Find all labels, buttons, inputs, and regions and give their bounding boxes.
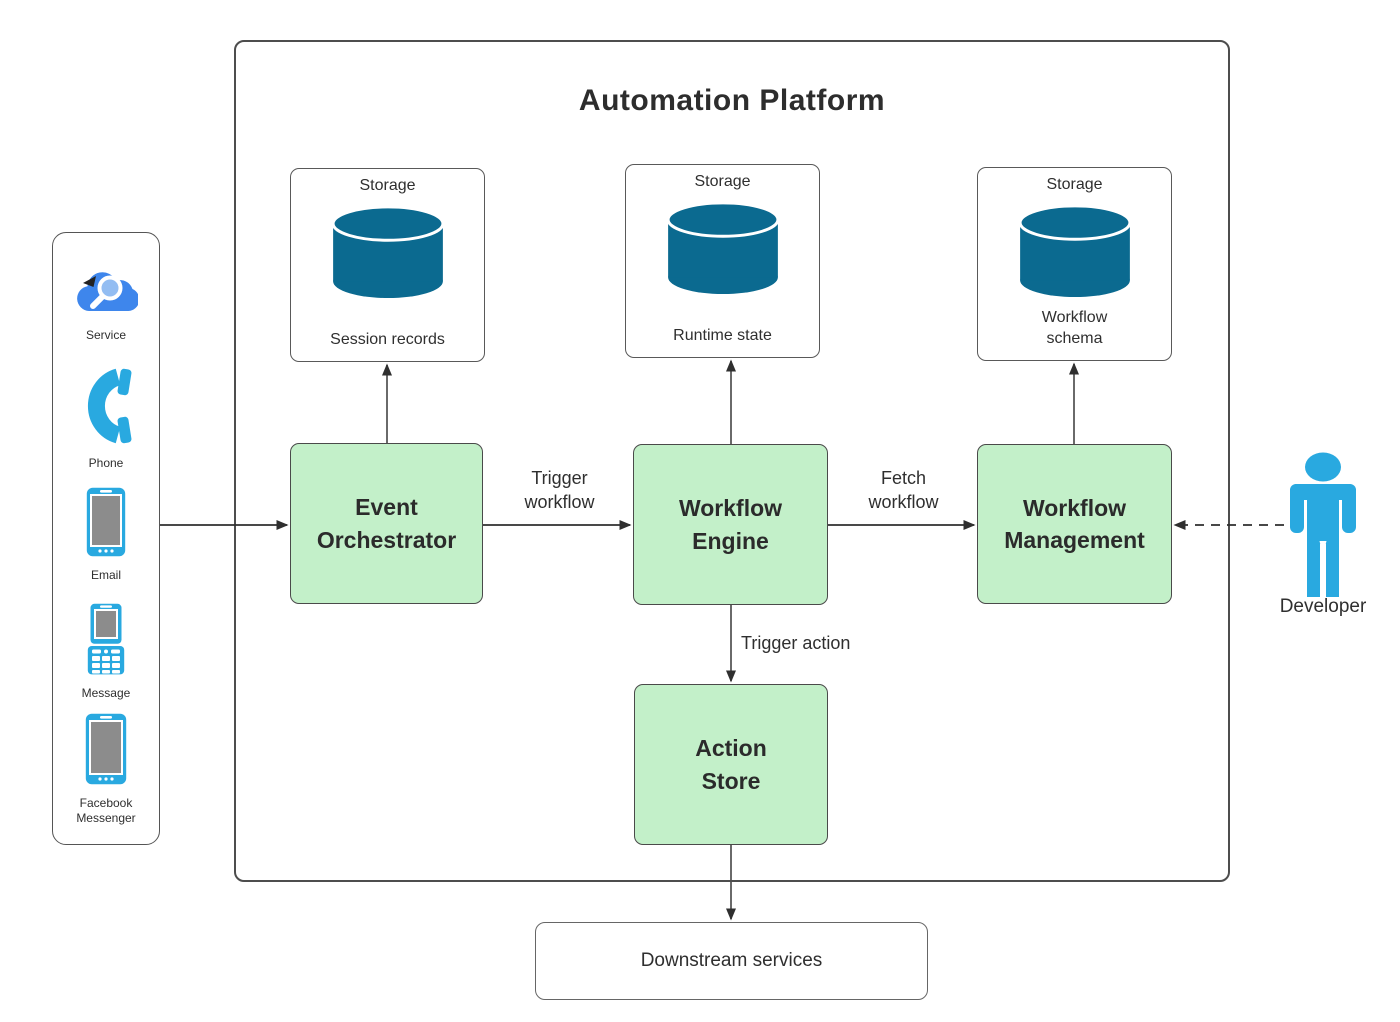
channel-facebook-messenger: Facebook Messenger — [53, 713, 159, 826]
tablet-icon — [85, 713, 127, 790]
component-label: Workflow Management — [1004, 494, 1145, 553]
downstream-services-label: Downstream services — [640, 950, 823, 971]
channel-label: Service — [85, 328, 126, 342]
channel-service: Service — [53, 265, 159, 343]
feature-phone-icon — [87, 603, 125, 680]
phone-handset-icon — [78, 367, 134, 450]
event-orchestrator-box: Event Orchestrator — [290, 443, 483, 604]
storage-label: Runtime state — [673, 327, 772, 345]
cloud-search-icon — [74, 265, 140, 322]
channel-label: Phone — [88, 456, 124, 470]
database-cylinder-icon — [327, 203, 449, 306]
component-label: Event Orchestrator — [316, 494, 457, 553]
channel-label: Message — [81, 686, 131, 700]
storage-title: Storage — [694, 173, 751, 190]
database-cylinder-icon — [662, 199, 784, 302]
storage-title: Storage — [1046, 176, 1103, 193]
channel-label: Facebook Messenger — [76, 796, 136, 825]
channels-panel: Service Phone — [52, 232, 160, 845]
channel-email: Email — [53, 487, 159, 583]
workflow-management-box: Workflow Management — [977, 444, 1172, 604]
component-label: Action Store — [695, 735, 767, 794]
storage-runtime-state: Storage Runtime state — [625, 164, 820, 358]
platform-title: Automation Platform — [578, 84, 886, 117]
channel-phone: Phone — [53, 367, 159, 471]
storage-workflow-schema: Storage Workflow schema — [977, 167, 1172, 361]
component-label: Workflow Engine — [678, 495, 783, 554]
storage-session-records: Storage Session records — [290, 168, 485, 362]
action-store-box: Action Store — [634, 684, 828, 845]
storage-label: Workflow schema — [1041, 309, 1108, 348]
edge-label-trigger-workflow: Trigger workflow — [524, 468, 595, 513]
channel-label: Email — [90, 568, 121, 582]
edge-label-fetch-workflow: Fetch workflow — [868, 468, 939, 513]
tablet-icon — [86, 487, 126, 562]
workflow-engine-box: Workflow Engine — [633, 444, 828, 605]
edge-label-trigger-action: Trigger action — [741, 633, 851, 653]
storage-label: Session records — [330, 331, 445, 349]
channel-message: Message — [53, 603, 159, 701]
developer-label: Developer — [1279, 596, 1367, 617]
downstream-services-box: Downstream services — [535, 922, 928, 1000]
storage-title: Storage — [359, 177, 416, 194]
database-cylinder-icon — [1014, 202, 1136, 305]
developer-person-icon — [1286, 451, 1360, 602]
